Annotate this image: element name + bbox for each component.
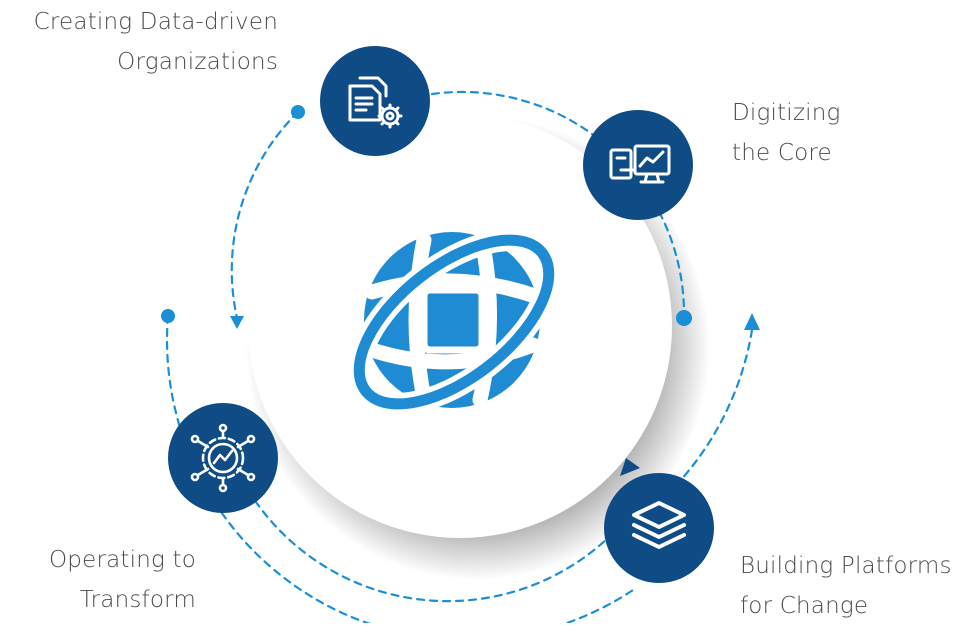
arc-top-right bbox=[430, 90, 686, 318]
stage-node-data-driven bbox=[320, 46, 430, 156]
stage-label-operating: Operating to Transform bbox=[20, 540, 196, 620]
stage-label-line: Transform bbox=[79, 587, 196, 613]
dot-left bbox=[161, 309, 175, 323]
stage-label-line: the Core bbox=[732, 140, 832, 166]
stage-label-platforms: Building Platforms for Change bbox=[740, 546, 952, 626]
layers-icon bbox=[632, 501, 686, 549]
dot-top-left bbox=[291, 105, 305, 119]
stage-label-line: Building Platforms bbox=[740, 553, 952, 579]
arrowhead-bottom-right bbox=[620, 458, 640, 476]
arrowhead-up bbox=[744, 313, 760, 330]
stage-label-digitizing: Digitizing the Core bbox=[732, 93, 841, 173]
arc-outer-left bbox=[165, 314, 638, 623]
stage-label-line: Operating to bbox=[49, 547, 196, 573]
stage-label-data-driven: Creating Data-driven Organizations bbox=[8, 2, 278, 82]
stage-label-line: Digitizing bbox=[732, 100, 841, 126]
stage-node-digitizing bbox=[583, 110, 693, 220]
dot-right bbox=[676, 310, 692, 326]
gear-chart-icon bbox=[190, 423, 256, 493]
arc-inner-left bbox=[230, 110, 300, 320]
arrowhead-down bbox=[230, 316, 244, 329]
monitor-workflow-icon bbox=[609, 144, 671, 184]
stage-node-platforms bbox=[604, 473, 714, 583]
arc-bottom bbox=[246, 488, 610, 603]
stage-node-operating bbox=[168, 403, 278, 513]
stage-label-line: Creating Data-driven bbox=[33, 9, 278, 35]
stage-label-line: Organizations bbox=[117, 49, 278, 75]
stage-label-line: for Change bbox=[740, 593, 869, 619]
globe-logo-icon bbox=[348, 229, 560, 415]
document-gear-icon bbox=[348, 76, 403, 129]
